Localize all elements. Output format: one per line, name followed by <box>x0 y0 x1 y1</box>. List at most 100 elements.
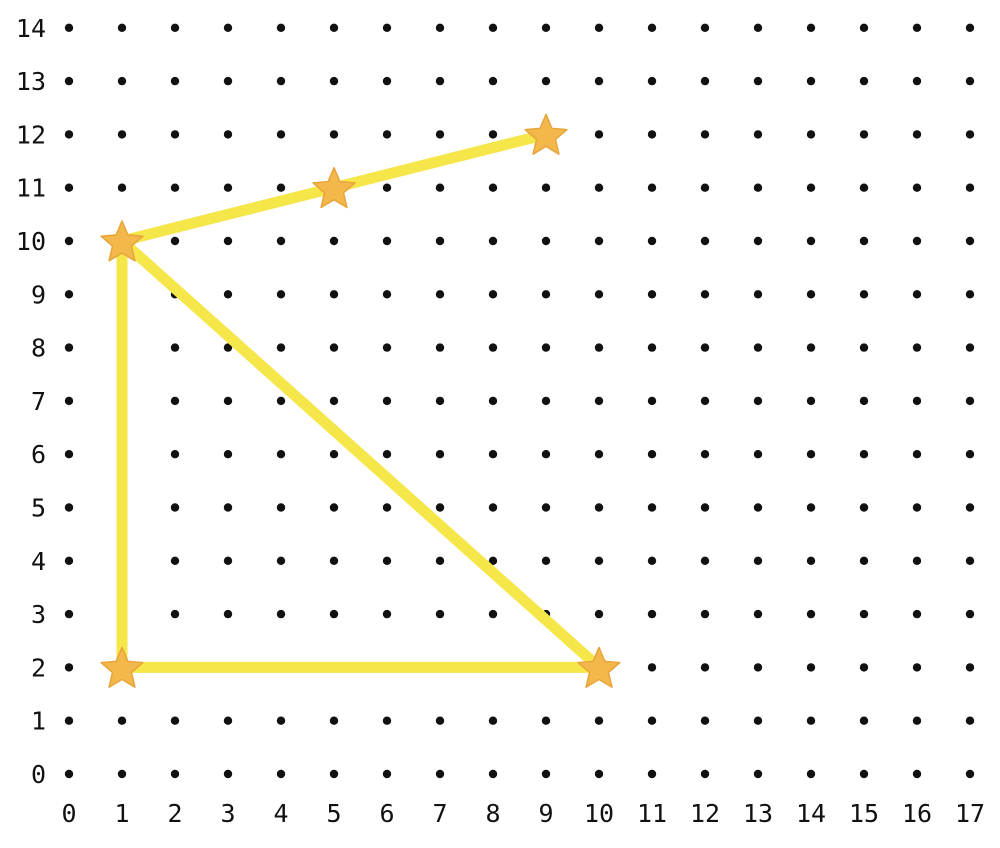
grid-dot <box>700 663 710 672</box>
grid-dot <box>912 183 922 192</box>
x-tick-label: 9 <box>538 799 553 828</box>
grid-dot <box>647 343 657 352</box>
grid-dot <box>435 76 445 86</box>
grid-dot <box>912 663 922 672</box>
grid-dot <box>170 343 180 352</box>
x-tick-label: 1 <box>114 799 129 828</box>
grid-dot <box>64 76 74 86</box>
grid-dot <box>965 663 975 672</box>
x-tick-label: 5 <box>326 799 341 828</box>
grid-dot <box>859 23 869 32</box>
grid-dot <box>806 76 816 86</box>
grid-dot <box>912 130 922 139</box>
star-point <box>577 646 621 688</box>
grid-dot <box>647 716 657 725</box>
grid-dot <box>541 716 551 725</box>
grid-dot <box>700 609 710 619</box>
grid-dot <box>64 503 74 512</box>
grid-dot <box>912 450 922 459</box>
star-point <box>100 220 144 262</box>
grid-dot <box>64 769 74 779</box>
grid-dot <box>223 183 233 192</box>
grid-dot <box>382 236 392 246</box>
grid-dot <box>276 716 286 725</box>
grid-dot <box>700 343 710 352</box>
grid-dot <box>170 503 180 512</box>
grid-dot <box>700 556 710 565</box>
x-tick-label: 16 <box>902 799 932 828</box>
grid-dot <box>541 396 551 406</box>
grid-dot <box>435 290 445 299</box>
grid-dot <box>223 76 233 86</box>
grid-dot <box>753 450 763 459</box>
grid-dot <box>329 503 339 512</box>
grid-dot <box>647 609 657 619</box>
star-point <box>312 166 356 209</box>
grid-dot <box>276 236 286 246</box>
y-tick-label: 13 <box>16 67 46 96</box>
grid-dot <box>276 130 286 139</box>
grid-dot <box>753 183 763 192</box>
grid-dot <box>594 609 604 619</box>
grid-dot <box>382 556 392 565</box>
grid-dot <box>806 450 816 459</box>
grid-dot <box>435 716 445 725</box>
grid-dot <box>435 396 445 406</box>
x-tick-label: 2 <box>167 799 182 828</box>
grid-dot <box>912 396 922 406</box>
grid-dot <box>329 130 339 139</box>
grid-dot <box>329 290 339 299</box>
x-tick-label: 10 <box>584 799 614 828</box>
grid-dot <box>488 23 498 32</box>
grid-dot <box>594 450 604 459</box>
grid-dot <box>435 236 445 246</box>
grid-dot <box>700 130 710 139</box>
x-tick-label: 12 <box>690 799 720 828</box>
grid-dot <box>435 769 445 779</box>
x-tick-label: 8 <box>485 799 500 828</box>
grid-dot <box>276 503 286 512</box>
grid-dot <box>117 183 127 192</box>
y-tick-label: 0 <box>31 760 46 789</box>
grid-dot <box>488 183 498 192</box>
grid-dot <box>64 396 74 406</box>
grid-dot <box>170 609 180 619</box>
grid-dot <box>435 130 445 139</box>
grid-dot <box>700 769 710 779</box>
grid-dot <box>276 343 286 352</box>
grid-dot <box>594 183 604 192</box>
grid-dot <box>912 76 922 86</box>
grid-dot <box>647 236 657 246</box>
grid-dot <box>223 130 233 139</box>
grid-dot <box>170 769 180 779</box>
grid-dot <box>965 236 975 246</box>
grid-dot <box>64 236 74 246</box>
grid-dot <box>700 503 710 512</box>
grid-dot <box>541 236 551 246</box>
grid-dot <box>859 556 869 565</box>
grid-dot <box>753 503 763 512</box>
grid-dot <box>117 130 127 139</box>
grid-dot <box>912 716 922 725</box>
grid-dot <box>806 663 816 672</box>
grid-dot <box>382 183 392 192</box>
grid-dot <box>859 236 869 246</box>
grid-dot <box>488 236 498 246</box>
grid-dot <box>117 716 127 725</box>
grid-dot <box>541 503 551 512</box>
grid-dot <box>435 503 445 512</box>
grid-dot <box>329 716 339 725</box>
y-tick-label: 14 <box>16 14 46 43</box>
grid-dot <box>329 450 339 459</box>
grid-dot <box>594 556 604 565</box>
grid-dot <box>806 503 816 512</box>
x-tick-label: 14 <box>796 799 826 828</box>
grid-dot <box>647 663 657 672</box>
grid-dot <box>912 609 922 619</box>
star-point <box>524 113 568 155</box>
grid-dot <box>329 23 339 32</box>
grid-dot <box>64 663 74 672</box>
y-tick-label: 3 <box>31 600 46 629</box>
y-tick-label: 10 <box>16 227 46 256</box>
